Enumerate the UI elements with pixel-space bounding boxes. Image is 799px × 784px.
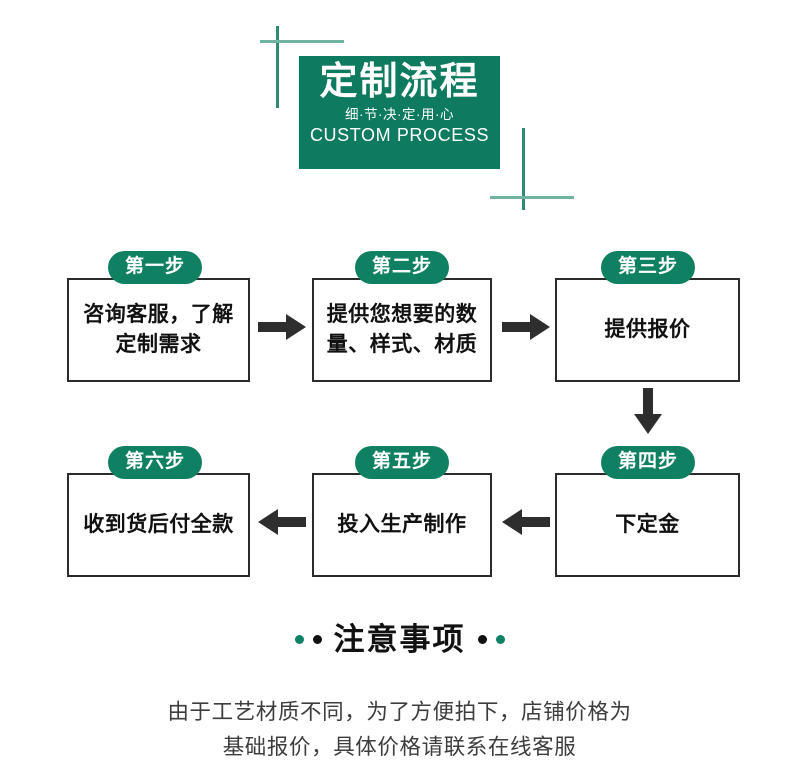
notice-line-1: 由于工艺材质不同，为了方便拍下，店铺价格为 [167, 700, 632, 724]
arrow-step2-to-step3 [502, 312, 550, 342]
decor-line-horizontal-top-left [260, 40, 344, 43]
step-text-1: 咨询客服，了解定制需求 [83, 302, 234, 356]
step-badge-6: 第六步 [108, 446, 203, 479]
decor-line-horizontal-bottom-right [490, 196, 574, 199]
step-badge-5: 第五步 [355, 446, 450, 479]
banner-title: 定制流程 [319, 61, 480, 103]
step-box-4: 下定金 [555, 473, 740, 577]
arrow-step4-to-step5 [502, 507, 550, 537]
step-box-2: 提供您想要的数量、样式、材质 [312, 278, 492, 382]
notice-title: 注意事项 [333, 622, 466, 657]
step-box-6: 收到货后付全款 [67, 473, 250, 577]
step-text-5: 投入生产制作 [337, 512, 467, 536]
step-text-3: 提供报价 [604, 317, 691, 341]
step-text-4: 下定金 [615, 512, 680, 536]
arrow-step1-to-step2 [258, 312, 306, 342]
arrow-step3-to-step4 [632, 388, 664, 434]
arrow-step5-to-step6 [258, 507, 306, 537]
step-badge-4: 第四步 [601, 446, 696, 479]
decor-dot-green-right [495, 635, 505, 644]
step-box-3: 提供报价 [555, 278, 740, 382]
banner-subtitle-cn: 细·节·决·定·用·心 [345, 107, 454, 123]
banner-subtitle-en: CUSTOM PROCESS [309, 124, 490, 145]
step-badge-3: 第三步 [601, 251, 696, 284]
step-box-1: 咨询客服，了解定制需求 [67, 278, 250, 382]
notice-body: 由于工艺材质不同，为了方便拍下，店铺价格为 基础报价，具体价格请联系在线客服 [0, 695, 799, 765]
step-badge-2: 第二步 [355, 251, 450, 284]
header-banner: 定制流程 细·节·决·定·用·心 CUSTOM PROCESS [299, 56, 500, 169]
step-box-5: 投入生产制作 [312, 473, 492, 577]
step-text-2: 提供您想要的数量、样式、材质 [326, 302, 478, 356]
decor-line-vertical-top-left [276, 26, 279, 108]
decor-dot-black-right [477, 635, 487, 644]
notice-heading: 注意事项 [0, 624, 799, 655]
decor-line-vertical-bottom-right [522, 128, 525, 210]
step-badge-1: 第一步 [108, 251, 203, 284]
step-text-6: 收到货后付全款 [83, 512, 234, 536]
decor-dot-green-left [294, 635, 304, 644]
notice-line-2: 基础报价，具体价格请联系在线客服 [222, 734, 577, 759]
decor-dot-black-left [312, 635, 322, 644]
